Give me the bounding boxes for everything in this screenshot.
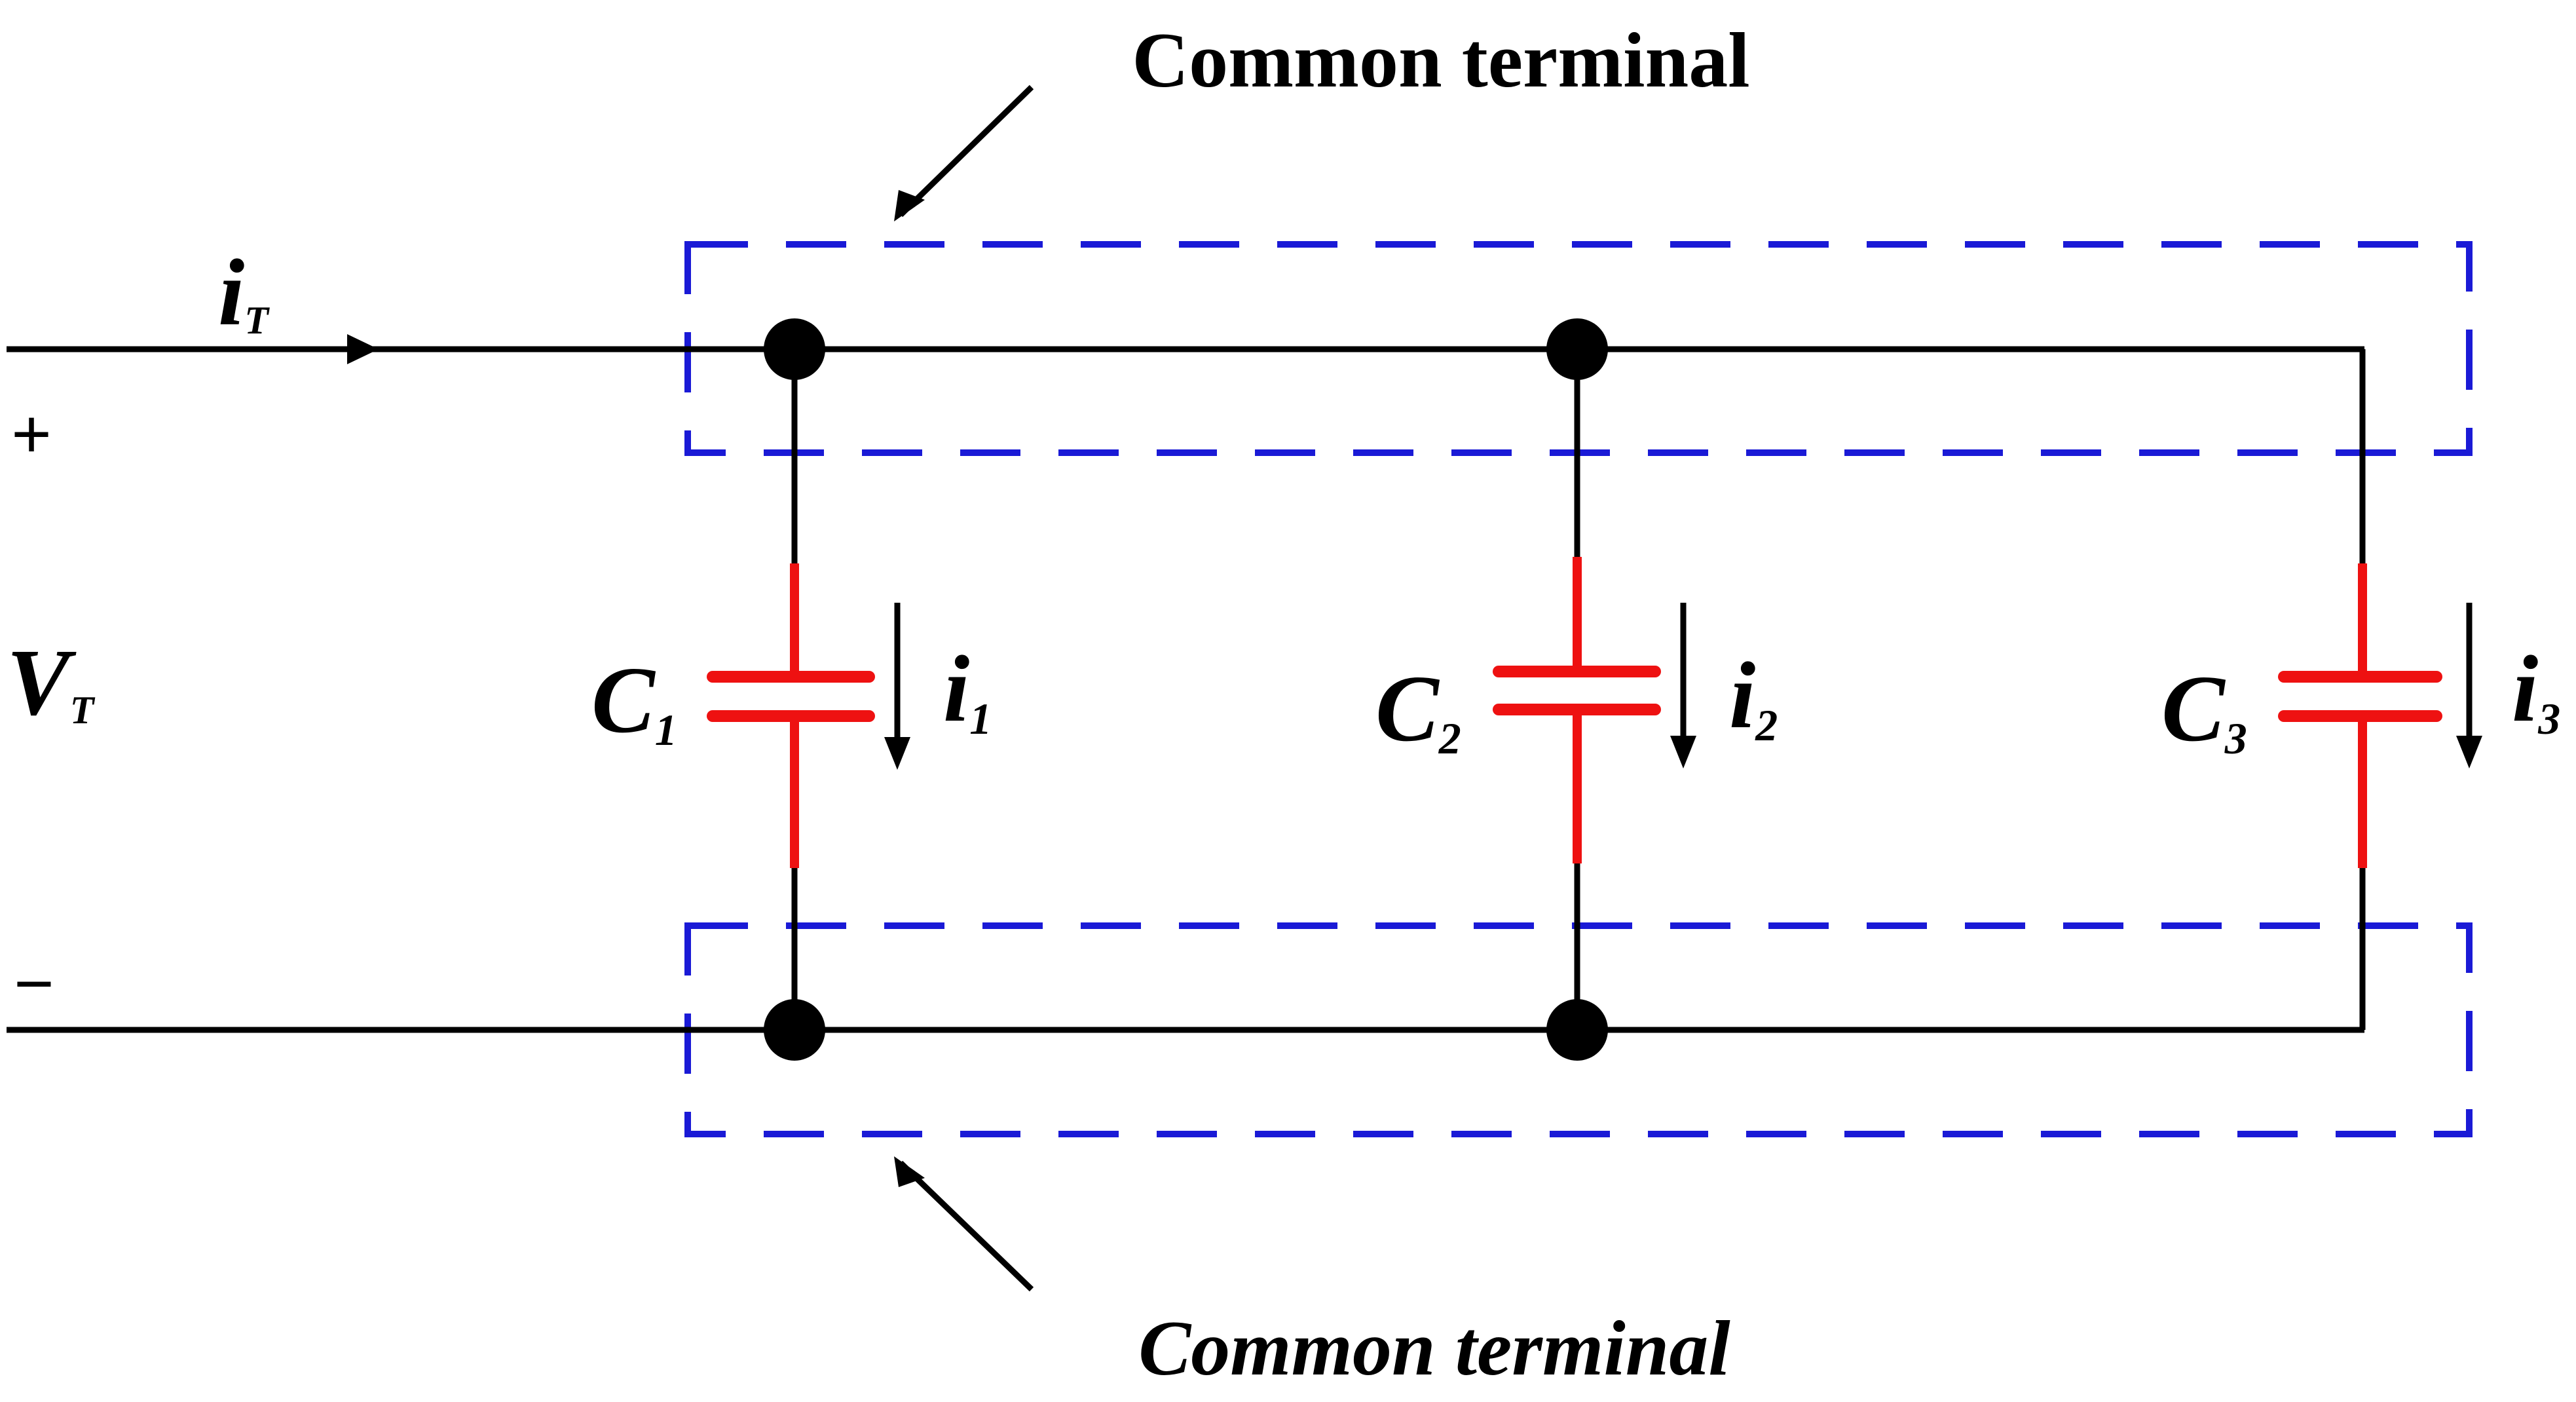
- capacitor-branch-2: [1493, 318, 1696, 1061]
- node-bottom-1: [764, 999, 825, 1061]
- bottom-terminal-pointer-arrowhead: [894, 1156, 925, 1187]
- capacitor-2-label: C2: [1375, 656, 1461, 763]
- current-3-arrowhead: [2456, 736, 2482, 768]
- voltage-label: VT: [7, 630, 96, 735]
- node-bottom-2: [1546, 999, 1608, 1061]
- current-1-label: i1: [943, 637, 992, 744]
- node-top-1: [764, 318, 825, 380]
- top-terminal-pointer-arrow: [898, 85, 1034, 218]
- bottom-terminal-pointer-arrow: [898, 1160, 1034, 1292]
- input-current-label: iT: [218, 240, 270, 345]
- top-common-terminal-label: Common terminal: [1132, 16, 1749, 104]
- input-current-arrowhead: [347, 334, 379, 364]
- current-2-label: i2: [1729, 643, 1778, 750]
- plus-sign: +: [11, 396, 51, 472]
- capacitor-branch-3: [2278, 563, 2482, 868]
- minus-sign: −: [14, 945, 54, 1022]
- capacitor-1-label: C1: [591, 648, 677, 755]
- capacitor-3-label: C3: [2161, 656, 2247, 763]
- current-2-arrowhead: [1670, 736, 1696, 768]
- current-1-arrowhead: [884, 737, 910, 770]
- capacitor-branch-1: [707, 318, 910, 1061]
- current-3-label: i3: [2512, 637, 2560, 744]
- bottom-common-terminal-label: Common terminal: [1138, 1304, 1730, 1392]
- top-terminal-pointer-arrowhead: [894, 190, 925, 221]
- node-top-2: [1546, 318, 1608, 380]
